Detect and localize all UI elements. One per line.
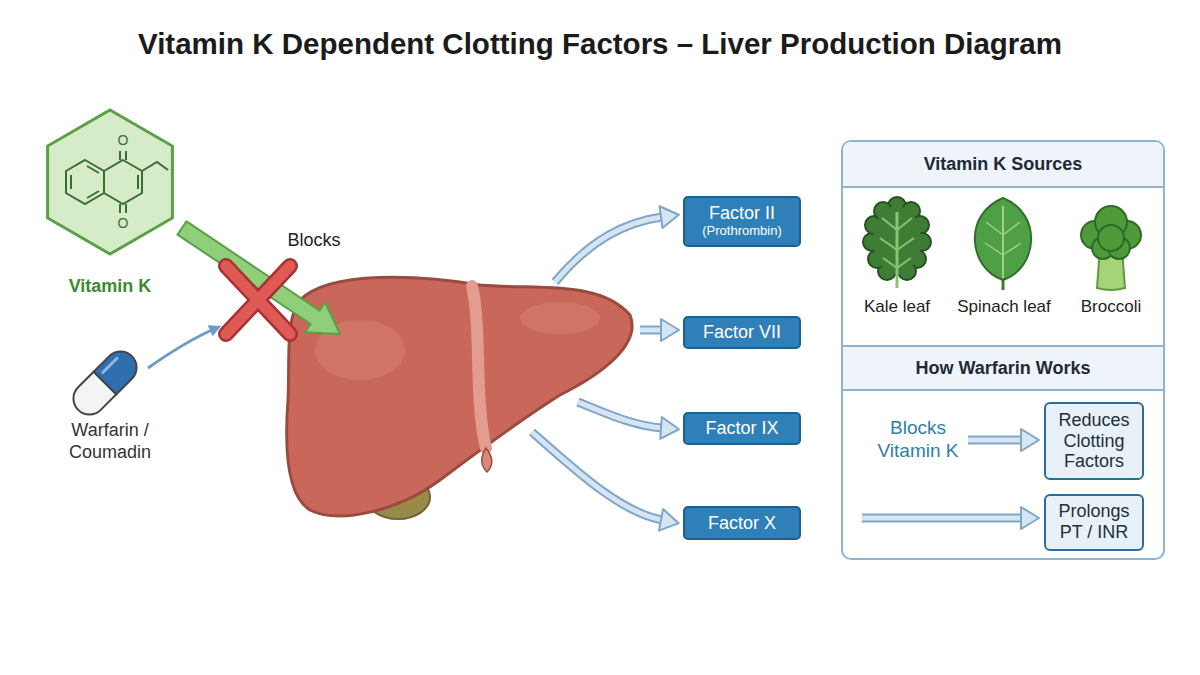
factor-name: Factor X	[708, 513, 776, 534]
vitamin-k-arrow	[178, 221, 341, 334]
atom-label: O	[118, 132, 129, 149]
atom-label: O	[118, 215, 129, 232]
info-panel: Vitamin K SourcesHow Warfarin WorksReduc…	[841, 140, 1165, 560]
blocks-label: Blocks	[287, 230, 340, 252]
factor-box: Factor II(Prothrombin)	[683, 196, 801, 247]
spinach-icon	[985, 243, 1003, 255]
warfarin-pill	[94, 345, 143, 394]
block-cross	[226, 266, 290, 334]
factor-box: Factor X	[683, 506, 801, 540]
vitamin-k-molecule	[119, 204, 121, 213]
warfarin-pill	[67, 345, 143, 421]
outcome-box: Reduces Clotting Factors	[1044, 402, 1144, 480]
spinach-icon	[1003, 243, 1021, 255]
panel-heading: Vitamin K Sources	[843, 142, 1163, 188]
factor-arrow	[555, 217, 662, 282]
block-cross	[226, 266, 290, 334]
vitamin-k-molecule	[70, 175, 72, 189]
block-cross	[226, 266, 290, 334]
vitamin-k-molecule	[48, 110, 173, 254]
vitamin-k-molecule	[66, 160, 104, 204]
factor-arrow	[640, 328, 662, 333]
warfarin-pill	[103, 358, 117, 372]
kale-icon	[882, 218, 897, 230]
vitamin-k-molecule	[104, 160, 142, 204]
broccoli-icon	[1098, 225, 1124, 251]
factor-name: Factor II	[709, 203, 775, 224]
vegetable-label: Kale leaf	[864, 297, 930, 317]
outcome-text: Reduces Clotting Factors	[1052, 410, 1136, 472]
vitamin-k-molecule	[125, 204, 127, 213]
vitamin-k-molecule	[87, 191, 99, 198]
spinach-icon	[986, 222, 1003, 235]
kale-icon	[863, 197, 931, 288]
spinach-icon	[975, 198, 1031, 290]
vitamin-k-molecule	[119, 151, 121, 160]
vegetable-label: Broccoli	[1081, 297, 1141, 317]
factor-arrow	[532, 432, 662, 520]
panel-heading: How Warfarin Works	[843, 345, 1163, 391]
vitamin-k-molecule	[125, 151, 127, 160]
block-cross	[226, 266, 290, 334]
block-cross	[226, 266, 290, 334]
factor-name: Factor VII	[703, 322, 781, 343]
broccoli-icon	[1081, 206, 1141, 259]
outcome-text: Prolongs PT / INR	[1052, 501, 1136, 542]
factor-arrow	[532, 217, 662, 520]
liver-illustration	[482, 448, 492, 472]
factor-arrow	[578, 402, 662, 428]
pill-arrow	[148, 330, 212, 368]
factor-box: Factor VII	[683, 316, 801, 349]
liver-illustration	[472, 286, 486, 448]
vitamin-k-molecule	[142, 162, 168, 171]
spinach-icon	[1003, 222, 1020, 235]
mechanism-label: Blocks Vitamin K	[862, 417, 974, 463]
panel-arrow	[862, 516, 1022, 521]
broccoli-icon	[1081, 206, 1141, 290]
vegetable-label: Spinach leaf	[957, 297, 1051, 317]
drug-label: Warfarin / Coumadin	[54, 420, 166, 463]
panel-arrow	[968, 436, 1022, 445]
kale-icon	[897, 218, 912, 230]
vitamin-k-molecule	[48, 110, 173, 254]
factor-subtitle: (Prothrombin)	[702, 224, 781, 239]
factor-arrow	[640, 326, 662, 335]
kale-icon	[880, 238, 897, 250]
liver-illustration	[287, 277, 632, 516]
factor-name: Factor IX	[705, 418, 778, 439]
panel-arrow	[862, 514, 1022, 523]
kale-icon	[897, 258, 911, 268]
spinach-icon	[985, 222, 1021, 255]
vitamin-k-molecule	[137, 175, 139, 189]
diagram-title: Vitamin K Dependent Clotting Factors – L…	[0, 26, 1200, 61]
kale-icon	[883, 258, 897, 268]
factor-arrow	[578, 402, 662, 428]
spinach-icon	[1002, 206, 1004, 278]
vitamin-k-molecule	[87, 166, 99, 173]
kale-icon	[880, 218, 914, 268]
outcome-box: Prolongs PT / INR	[1044, 494, 1144, 551]
factor-arrow	[532, 432, 662, 520]
factor-box: Factor IX	[683, 412, 801, 445]
liver-illustration	[520, 302, 600, 334]
panel-arrow	[968, 438, 1022, 443]
spinach-icon	[975, 198, 1031, 280]
kale-icon	[897, 238, 914, 250]
vitamin-k-label: Vitamin K	[69, 276, 152, 298]
factor-arrow	[555, 217, 662, 282]
